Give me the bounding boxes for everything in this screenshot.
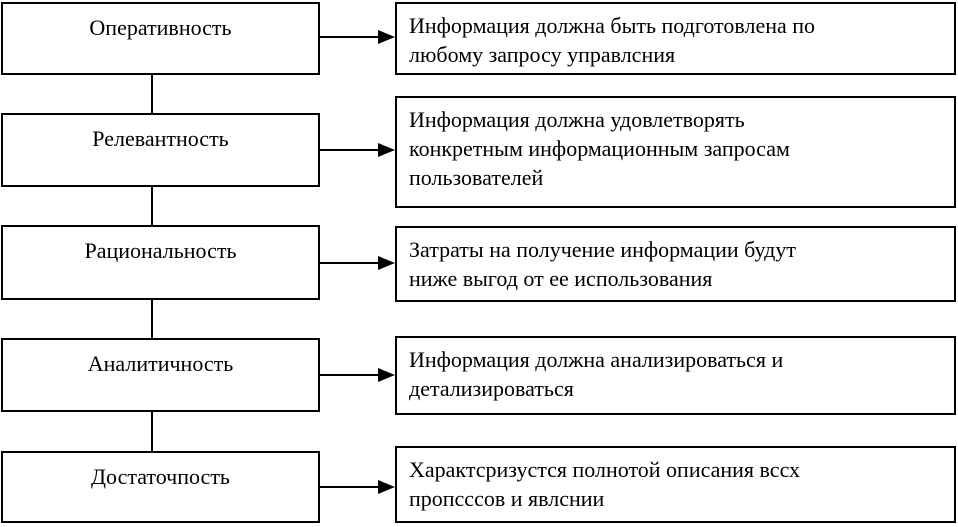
- vertical-connector-3: [151, 300, 153, 338]
- description-box-4: Информация должна анализироваться и дета…: [395, 336, 956, 415]
- term-box-analitichnost: Аналитичность: [1, 338, 320, 412]
- arrow-shaft: [320, 262, 382, 264]
- description-line: пользователей: [409, 165, 544, 190]
- term-box-relevantnost: Релевантность: [1, 113, 320, 187]
- term-box-racionalnost: Рациональность: [1, 225, 320, 300]
- description-line: любому запросу управлсния: [409, 42, 676, 67]
- description-line: Информация должна быть подготовлена по: [409, 13, 816, 38]
- description-box-2: Информация должна удовлетворять конкретн…: [395, 96, 956, 208]
- term-label: Рациональность: [84, 238, 237, 263]
- arrow-shaft: [320, 486, 382, 488]
- description-line: конкретным информационным запросам: [409, 136, 790, 161]
- description-line: Информация должна анализироваться и: [409, 347, 784, 372]
- description-line: Затраты на получение информации будут: [409, 237, 796, 262]
- vertical-connector-1: [151, 75, 153, 113]
- term-box-operativnost: Оперативность: [1, 2, 320, 75]
- description-line: Информация должна удовлетворять: [409, 107, 745, 132]
- description-line: пропсссов и явлснии: [409, 486, 605, 511]
- arrowhead-icon: [378, 256, 395, 270]
- arrowhead-icon: [378, 30, 395, 44]
- term-box-dostatochnost: Достаточпость: [1, 451, 320, 523]
- arrow-right-4: [320, 368, 395, 382]
- arrowhead-icon: [378, 480, 395, 494]
- arrowhead-icon: [378, 368, 395, 382]
- arrowhead-icon: [378, 143, 395, 157]
- arrow-shaft: [320, 149, 382, 151]
- description-box-3: Затраты на получение информации будут ни…: [395, 226, 956, 302]
- arrow-shaft: [320, 36, 382, 38]
- description-box-1: Информация должна быть подготовлена по л…: [395, 2, 956, 75]
- arrow-right-5: [320, 480, 395, 494]
- vertical-connector-4: [151, 412, 153, 451]
- description-box-5: Характсризустся полнотой описания вссх п…: [395, 446, 956, 523]
- description-line: детализироваться: [409, 376, 574, 401]
- arrow-right-1: [320, 30, 395, 44]
- vertical-connector-2: [151, 187, 153, 225]
- term-label: Оперативность: [89, 15, 232, 40]
- term-label: Достаточпость: [91, 464, 230, 489]
- term-label: Аналитичность: [87, 351, 234, 376]
- arrow-right-3: [320, 256, 395, 270]
- description-line: ниже выгод от ее использования: [409, 266, 713, 291]
- arrow-right-2: [320, 143, 395, 157]
- description-line: Характсризустся полнотой описания вссх: [409, 457, 801, 482]
- term-label: Релевантность: [92, 126, 229, 151]
- arrow-shaft: [320, 374, 382, 376]
